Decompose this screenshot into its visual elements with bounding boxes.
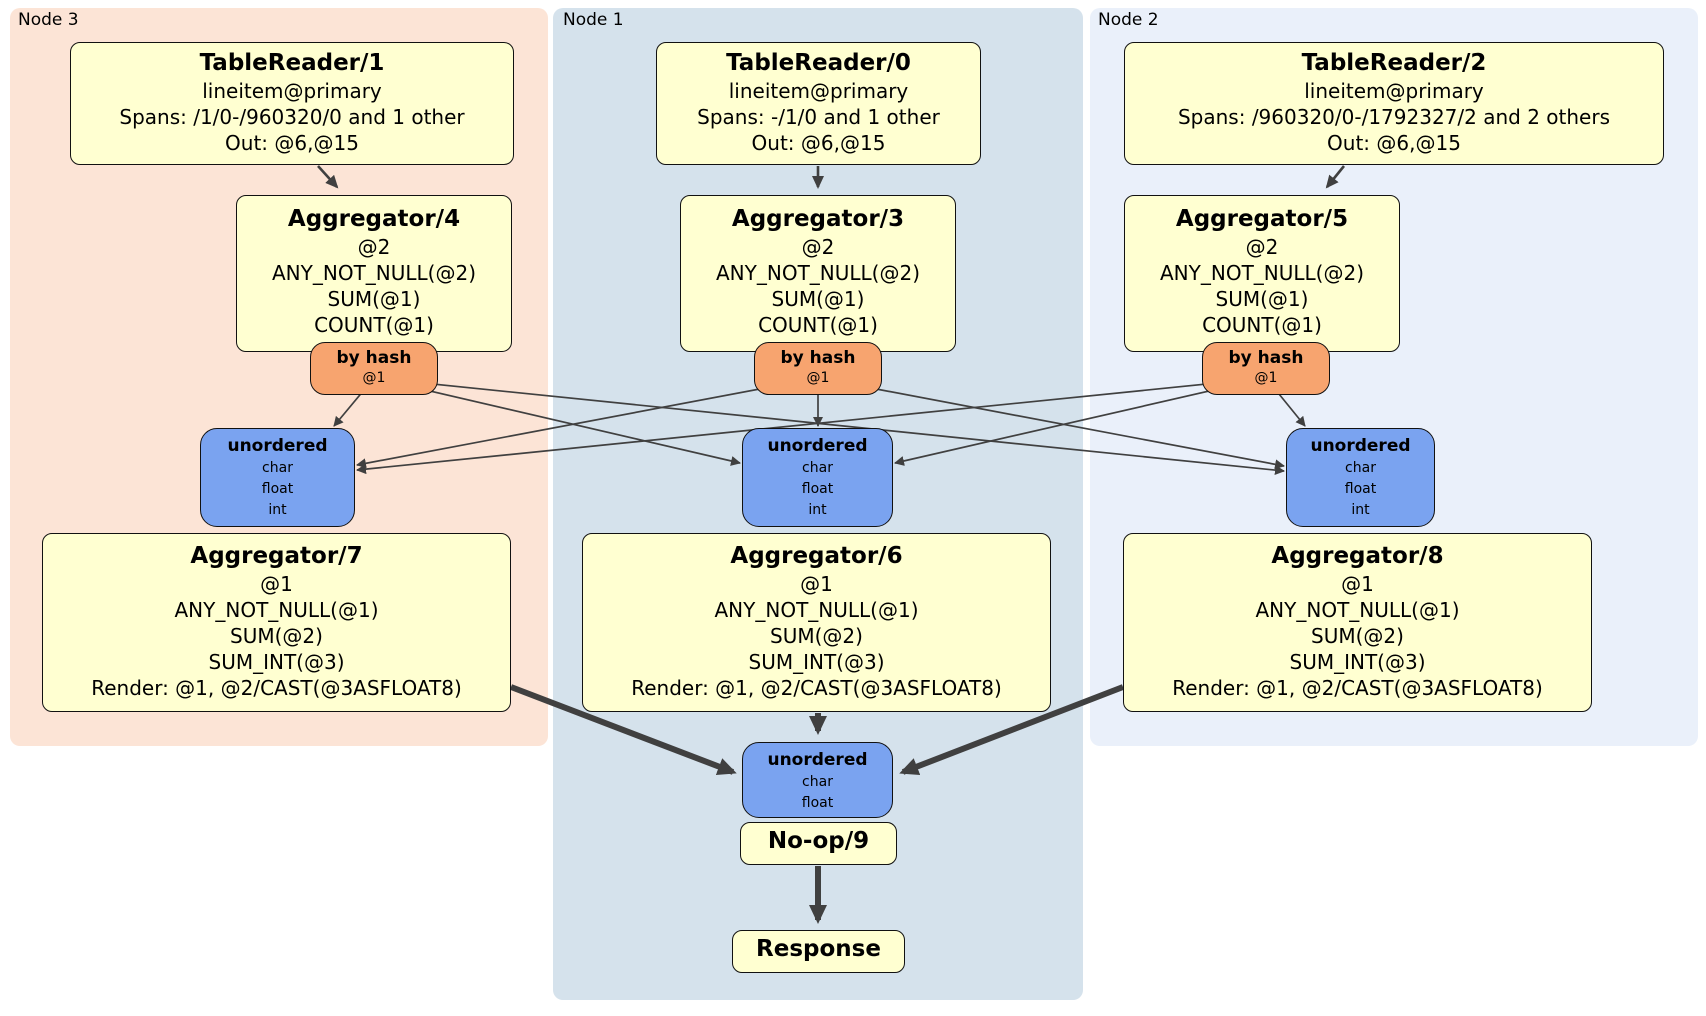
aggregator-4: Aggregator/4 @2 ANY_NOT_NULL(@2) SUM(@1)…	[236, 195, 512, 352]
box-title: Aggregator/8	[1271, 543, 1444, 569]
aggregator-7: Aggregator/7 @1 ANY_NOT_NULL(@1) SUM(@2)…	[42, 533, 511, 712]
box-title: Aggregator/5	[1175, 206, 1349, 232]
node3-label: Node 3	[18, 10, 79, 30]
out-columns: Out: @6,@15	[1327, 131, 1461, 155]
aggregator-8: Aggregator/8 @1 ANY_NOT_NULL(@1) SUM(@2)…	[1123, 533, 1592, 712]
node2-label: Node 2	[1098, 10, 1159, 30]
table-name: lineitem@primary	[202, 79, 382, 103]
table-name: lineitem@primary	[728, 79, 909, 103]
spans: Spans: -/1/0 and 1 other	[697, 105, 940, 129]
table-reader-2: TableReader/2 lineitem@primary Spans: /9…	[1124, 42, 1664, 165]
tr-to-agg-edges	[317, 165, 1346, 189]
router-mesh-edges	[333, 377, 1306, 476]
noop-9: No-op/9	[740, 822, 897, 865]
unordered-stream-node1: unordered char float int	[742, 428, 893, 527]
box-title: Aggregator/7	[190, 543, 363, 569]
aggregator-6: Aggregator/6 @1 ANY_NOT_NULL(@1) SUM(@2)…	[582, 533, 1051, 712]
box-title: TableReader/0	[726, 50, 911, 76]
unordered-stream-node3: unordered char float int	[200, 428, 355, 527]
table-reader-1: TableReader/1 lineitem@primary Spans: /1…	[70, 42, 514, 165]
table-reader-0: TableReader/0 lineitem@primary Spans: -/…	[656, 42, 981, 165]
table-name: lineitem@primary	[1304, 79, 1484, 103]
node1-label: Node 1	[563, 10, 624, 30]
unordered-stream-final: unordered char float	[742, 742, 893, 818]
out-columns: Out: @6,@15	[225, 131, 359, 155]
final-edges	[509, 684, 1125, 924]
response: Response	[732, 930, 905, 973]
aggregator-5: Aggregator/5 @2 ANY_NOT_NULL(@2) SUM(@1)…	[1124, 195, 1400, 352]
spans: Spans: /960320/0-/1792327/2 and 2 others	[1177, 105, 1610, 129]
spans: Spans: /1/0-/960320/0 and 1 other	[119, 105, 465, 129]
out-columns: Out: @6,@15	[751, 131, 886, 155]
box-title: Aggregator/6	[730, 543, 903, 569]
hash-router-node2: by hash @1	[1202, 342, 1330, 395]
box-title: Aggregator/4	[287, 206, 461, 232]
box-title: TableReader/2	[1301, 50, 1487, 76]
box-title: TableReader/1	[199, 50, 385, 76]
hash-router-node3: by hash @1	[310, 342, 438, 395]
aggregator-3: Aggregator/3 @2 ANY_NOT_NULL(@2) SUM(@1)…	[680, 195, 956, 352]
box-title: Aggregator/3	[731, 206, 905, 232]
unordered-stream-node2: unordered char float int	[1286, 428, 1435, 527]
hash-router-node1: by hash @1	[754, 342, 882, 395]
